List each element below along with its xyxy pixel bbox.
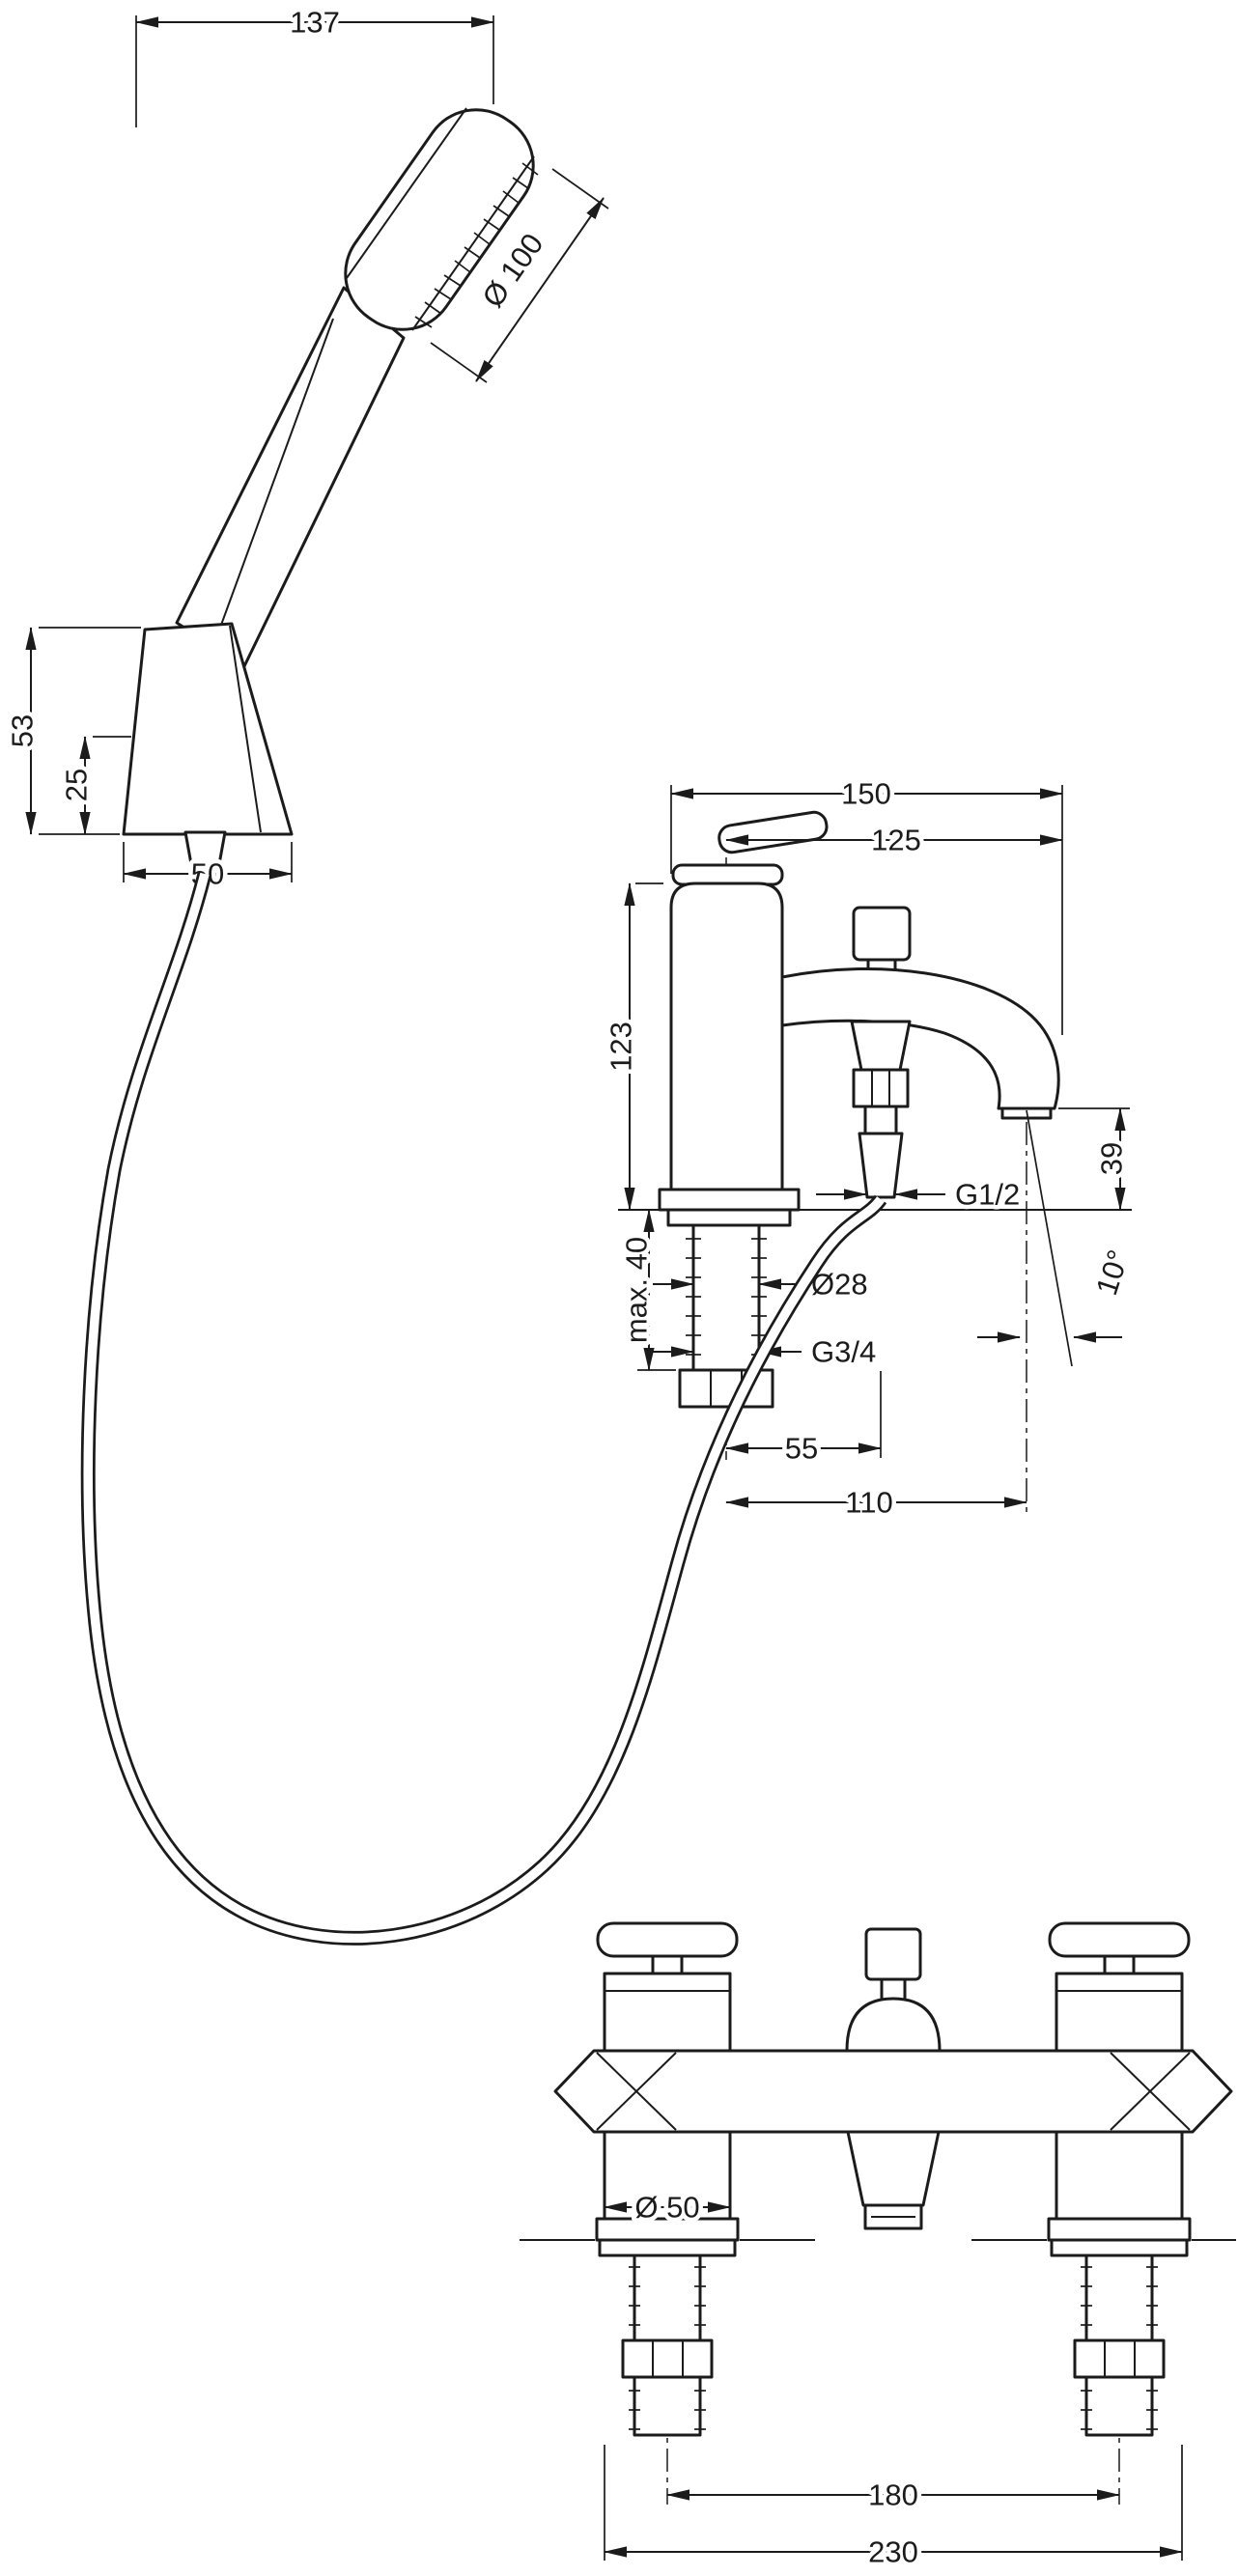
dim-label-55: 55 — [785, 1432, 818, 1466]
side-mounting-shank — [666, 1208, 792, 1409]
dim-label-150: 150 — [841, 777, 891, 811]
front-left-handle — [596, 1921, 739, 1975]
thread-ticks-front-left — [629, 2266, 706, 2326]
mixer-side-view: 150 125 123 39 G1/2 Ø28 max — [600, 772, 1140, 1524]
hand-shower — [175, 107, 539, 668]
shower-holder — [122, 622, 294, 877]
dim-label-10deg: 10° — [1089, 1246, 1136, 1299]
dim-label-53: 53 — [6, 714, 40, 747]
dim-label-137: 137 — [290, 6, 340, 40]
shower-handle — [175, 286, 406, 668]
dim-max-deck: max. 40 — [615, 1209, 676, 1371]
front-diverter-dome — [845, 1997, 942, 2053]
dim-shank-diameter: Ø28 — [653, 1263, 872, 1305]
dim-body-height: 123 — [600, 882, 663, 1211]
dim-hose-thread: G1/2 — [816, 1173, 1025, 1216]
hand-shower-assembly: 137 — [1, 1, 609, 895]
dim-body-diameter: Ø 50 — [604, 2186, 731, 2228]
front-spout-outlet — [846, 2130, 941, 2230]
dim-label-g34: G3/4 — [811, 1335, 876, 1369]
mixer-front-view: Ø 50 180 230 — [520, 1921, 1236, 2573]
dim-overall-width: 230 — [604, 2445, 1183, 2573]
dim-outlet-offset: 110 — [725, 1122, 1027, 1524]
dim-label-180: 180 — [868, 2478, 918, 2512]
dim-outlet-height: 39 — [1058, 1107, 1133, 1211]
dim-spout-reach: 125 — [725, 819, 1063, 861]
dim-label-39: 39 — [1095, 1142, 1129, 1175]
dim-label-25: 25 — [60, 769, 94, 801]
dim-label-g12: G1/2 — [955, 1178, 1020, 1212]
dim-spout-reach-total: 150 — [670, 772, 1063, 1035]
side-spout — [780, 966, 1060, 1120]
shower-hose — [80, 872, 887, 1946]
dim-holder-depth: 25 — [55, 736, 131, 835]
side-hose-connection — [850, 1020, 912, 1199]
front-diverter-knob — [864, 1927, 922, 2004]
dim-label-230: 230 — [868, 2535, 918, 2569]
thread-ticks-front-right — [1081, 2266, 1158, 2326]
side-handle — [671, 810, 829, 886]
dim-label-125: 125 — [871, 824, 921, 857]
front-right-base-ring — [1047, 2217, 1192, 2242]
shower-head — [344, 108, 535, 331]
dim-label-d28: Ø28 — [811, 1268, 868, 1302]
dim-hand-shower-width: 137 — [135, 1, 494, 127]
dim-label-123: 123 — [605, 1022, 638, 1072]
dim-holder-height: 53 — [1, 627, 141, 835]
dim-shank-thread: G3/4 — [653, 1330, 881, 1373]
holder-body — [122, 622, 294, 836]
dim-hose-offset: 55 — [725, 1371, 882, 1470]
front-left-mounting — [598, 2238, 737, 2437]
dim-label-d50: Ø 50 — [634, 2191, 699, 2225]
front-bridge-body — [553, 1997, 1233, 2134]
dim-label-110: 110 — [845, 1486, 892, 1520]
dim-label-max40: max. 40 — [620, 1237, 654, 1343]
front-right-mounting — [1050, 2238, 1189, 2437]
front-right-handle — [1048, 1921, 1191, 1975]
dim-tap-centres: 180 — [666, 2474, 1120, 2516]
side-body — [658, 882, 801, 1212]
